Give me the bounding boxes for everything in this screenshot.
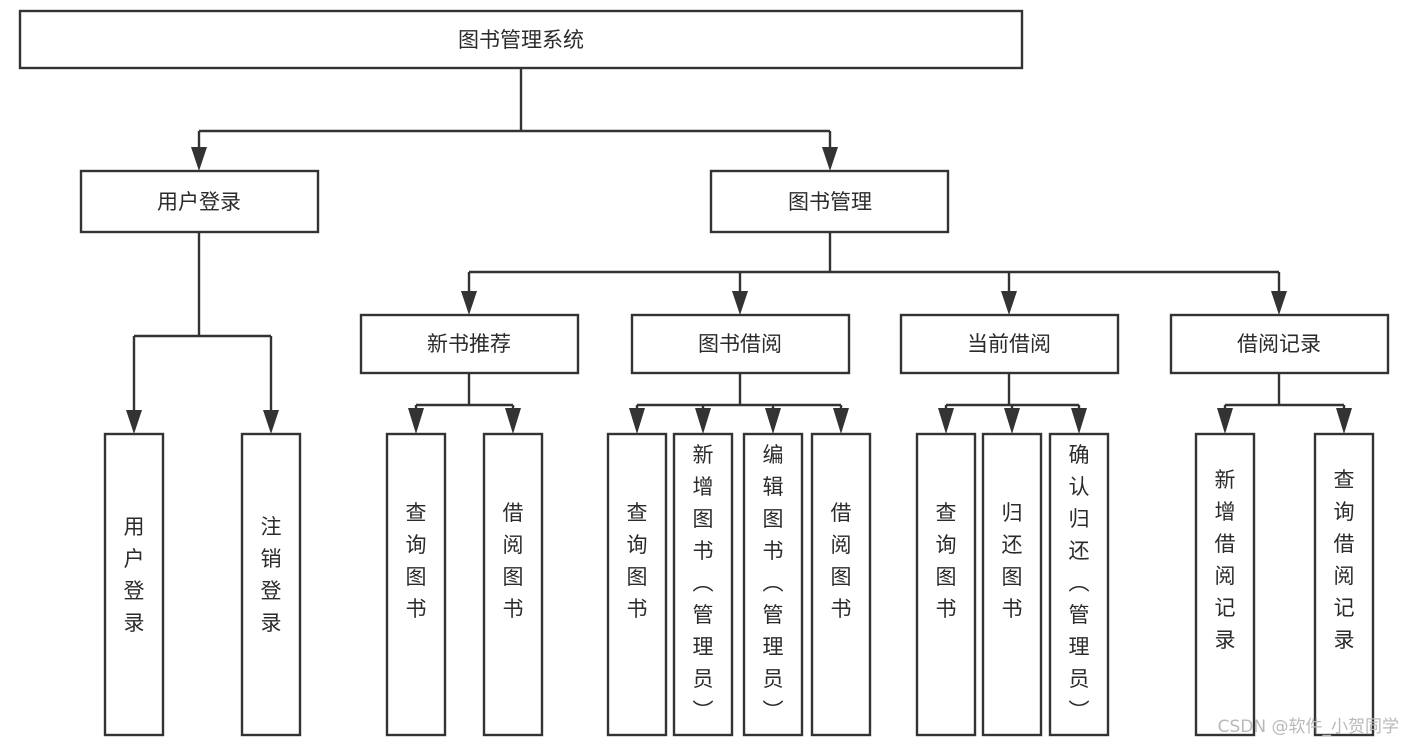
leaf-box <box>1048 432 1110 737</box>
root-box <box>18 9 1024 70</box>
node-book-borrow[interactable]: 图书借阅 <box>630 313 851 375</box>
arrow-head-nb-leaf-2 <box>505 408 521 434</box>
node-book-management[interactable]: 图书管理 <box>709 169 950 234</box>
connectors-root-to-level2 <box>191 68 838 171</box>
leaf-box <box>742 432 804 737</box>
leaf-node[interactable]: 注销登录 <box>240 432 302 737</box>
current-borrow-label: 当前借阅 <box>967 332 1051 356</box>
arrow-head-bb-leaf-1 <box>629 408 645 434</box>
leaf-node[interactable]: 借阅图书 <box>810 432 872 737</box>
leaf-box <box>915 432 977 737</box>
book-borrow-box <box>630 313 851 375</box>
leaf-node[interactable]: 查询借阅记录 <box>1313 432 1375 737</box>
leaf-label: 确认归还︵管理员︶ <box>1069 443 1090 723</box>
leaf-node[interactable]: 新增借阅记录 <box>1194 432 1256 737</box>
leaf-node[interactable]: 查询图书 <box>385 432 447 737</box>
arrow-head-leaf-user-login <box>126 410 142 434</box>
arrow-head-br-leaf-2 <box>1336 408 1352 434</box>
node-new-book-recommend[interactable]: 新书推荐 <box>359 313 580 375</box>
leaf-box <box>103 432 165 737</box>
arrow-head-cb-leaf-1 <box>938 408 954 434</box>
node-current-borrow[interactable]: 当前借阅 <box>899 313 1120 375</box>
arrow-head-cb-leaf-3 <box>1071 408 1087 434</box>
arrow-head-leaf-logout <box>263 410 279 434</box>
leaf-node[interactable]: 用户登录 <box>103 432 165 737</box>
arrow-head-current-borrow <box>1001 291 1017 315</box>
book-borrow-label: 图书借阅 <box>698 332 782 356</box>
arrow-head-bb-leaf-4 <box>833 408 849 434</box>
user-login-box <box>79 169 320 234</box>
current-borrow-box <box>899 313 1120 375</box>
connectors-borrow-record-to-leaves <box>1217 373 1352 434</box>
borrow-record-box <box>1169 313 1390 375</box>
new-book-recommend-label: 新书推荐 <box>427 332 511 356</box>
leaf-box <box>1313 432 1375 737</box>
connectors-user-login-to-leaves <box>126 232 279 434</box>
book-management-box <box>709 169 950 234</box>
leaf-box <box>240 432 302 737</box>
leaf-box <box>810 432 872 737</box>
connectors-book-borrow-to-leaves <box>629 373 849 434</box>
node-root-book-management-system[interactable]: 图书管理系统 <box>18 9 1024 70</box>
connectors-new-book-to-leaves <box>408 373 521 434</box>
leaf-box <box>385 432 447 737</box>
book-management-label: 图书管理 <box>788 190 872 214</box>
borrow-record-label: 借阅记录 <box>1237 332 1321 356</box>
arrow-head-borrow-record <box>1271 291 1287 315</box>
leaf-label: 查询图书 <box>627 501 648 621</box>
arrow-head-cb-leaf-2 <box>1004 408 1020 434</box>
leaf-label: 编辑图书︵管理员︶ <box>763 443 784 723</box>
arrow-head-br-leaf-1 <box>1217 408 1233 434</box>
leaf-node[interactable]: 借阅图书 <box>482 432 544 737</box>
leaf-box <box>672 432 734 737</box>
leaf-label: 查询图书 <box>936 501 957 621</box>
leaf-label: 新增借阅记录 <box>1215 468 1236 652</box>
arrow-head-book-mgmt <box>822 147 838 171</box>
leaf-label: 归还图书 <box>1002 501 1023 621</box>
arrow-head-user-login <box>191 147 207 171</box>
leaf-label: 查询借阅记录 <box>1334 468 1355 652</box>
leaf-node[interactable]: 查询图书 <box>606 432 668 737</box>
leaf-box <box>606 432 668 737</box>
leaf-box <box>1194 432 1256 737</box>
arrow-head-new-book-recommend <box>461 291 477 315</box>
leaf-label: 查询图书 <box>406 501 427 621</box>
arrow-head-bb-leaf-3 <box>765 408 781 434</box>
connectors-book-mgmt-to-level3 <box>461 232 1287 315</box>
leaf-node[interactable]: 确认归还︵管理员︶ <box>1048 432 1110 737</box>
leaf-label: 用户登录 <box>124 515 145 635</box>
leaf-node[interactable]: 查询图书 <box>915 432 977 737</box>
leaf-box <box>482 432 544 737</box>
arrow-head-bb-leaf-2 <box>695 408 711 434</box>
leaf-node[interactable]: 归还图书 <box>981 432 1043 737</box>
leaf-box <box>981 432 1043 737</box>
leaf-node[interactable]: 新增图书︵管理员︶ <box>672 432 734 737</box>
new-book-recommend-box <box>359 313 580 375</box>
user-login-label: 用户登录 <box>157 190 241 214</box>
leaf-label: 新增图书︵管理员︶ <box>693 443 714 723</box>
arrow-head-nb-leaf-1 <box>408 408 424 434</box>
node-user-login[interactable]: 用户登录 <box>79 169 320 234</box>
connectors-current-borrow-to-leaves <box>938 373 1087 434</box>
leaf-label: 借阅图书 <box>831 501 852 621</box>
csdn-watermark: CSDN @软件_小贺同学 <box>1218 717 1399 737</box>
root-label: 图书管理系统 <box>458 28 584 52</box>
leaf-node[interactable]: 编辑图书︵管理员︶ <box>742 432 804 737</box>
leaf-label: 注销登录 <box>261 515 282 635</box>
node-borrow-record[interactable]: 借阅记录 <box>1169 313 1390 375</box>
arrow-head-book-borrow <box>732 291 748 315</box>
leaf-label: 借阅图书 <box>503 501 524 621</box>
